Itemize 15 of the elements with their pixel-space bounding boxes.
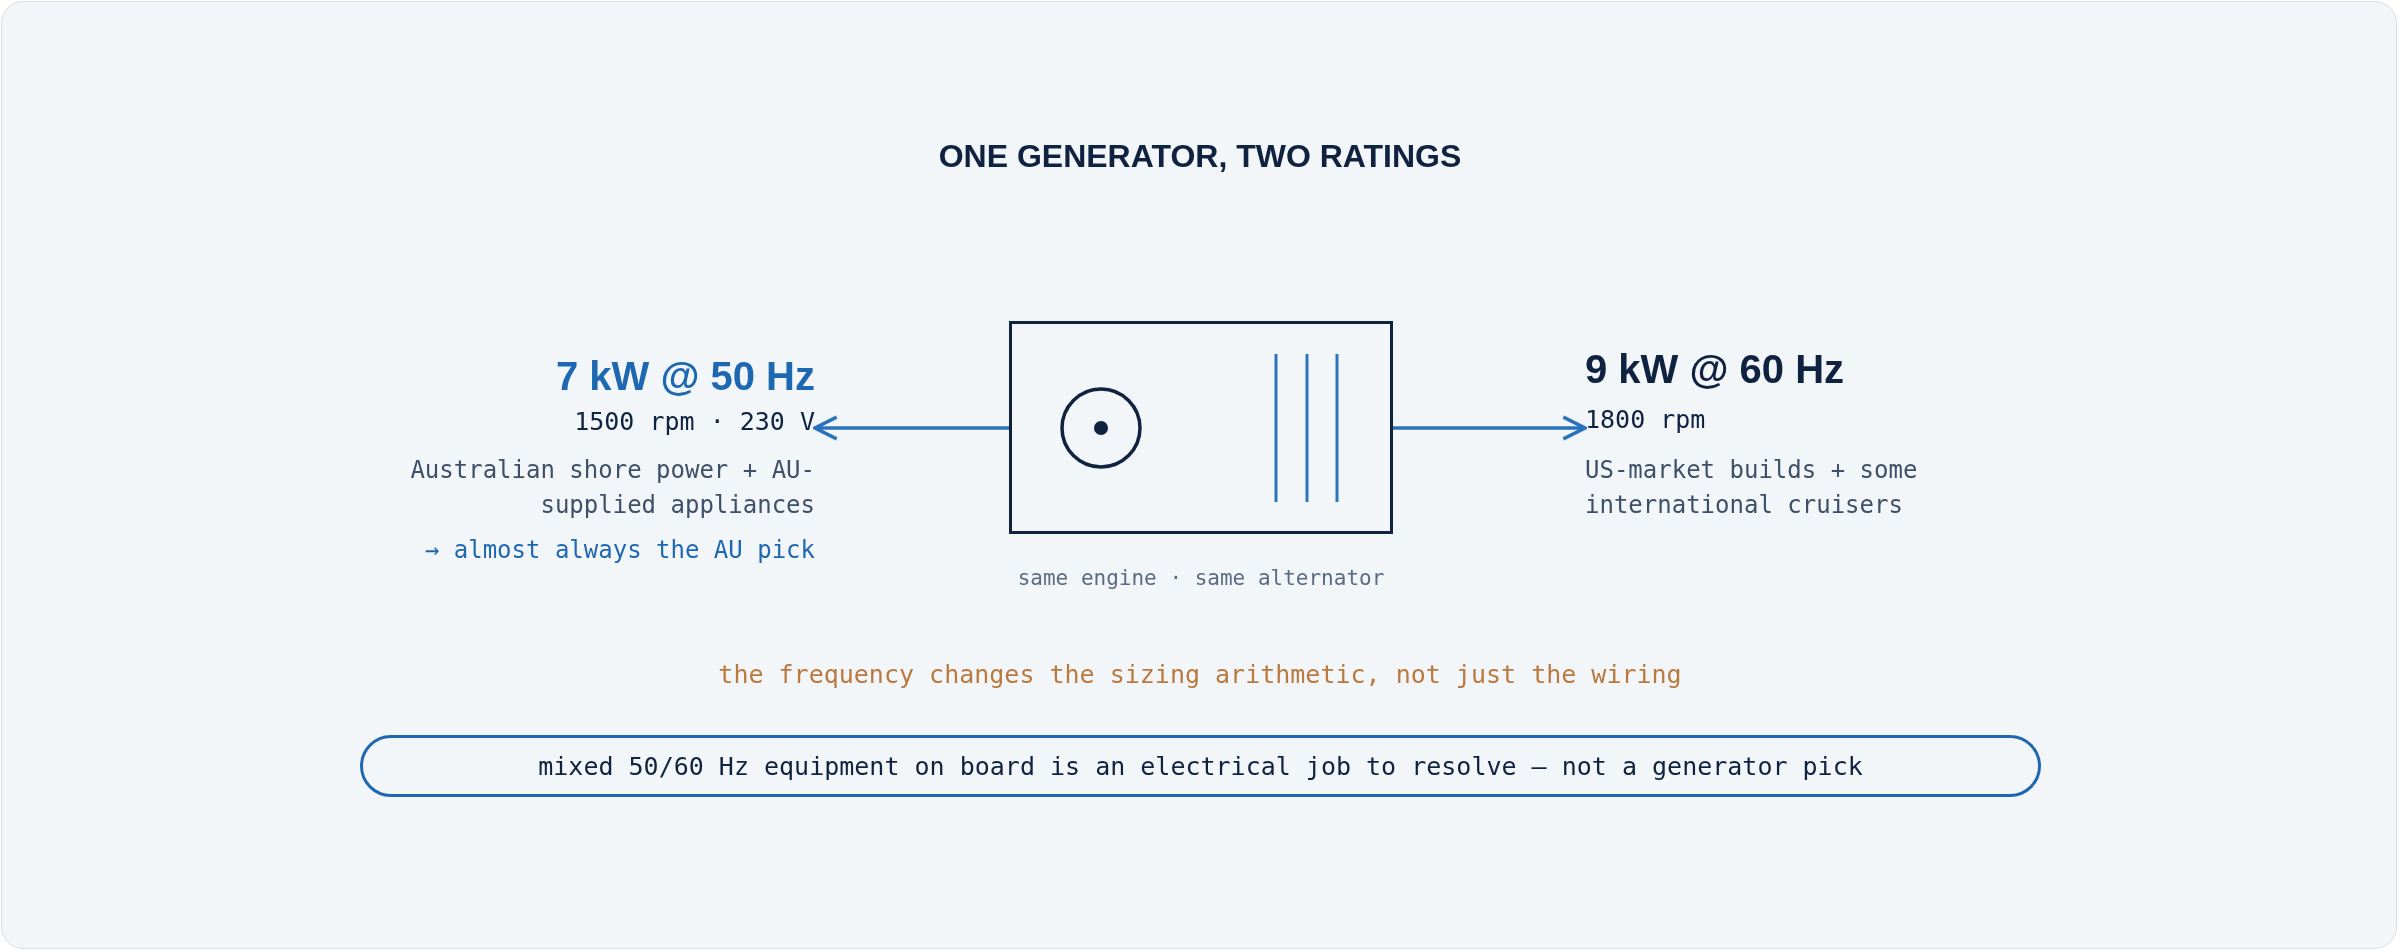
caption-text: same engine · same alternator bbox=[1016, 566, 1386, 590]
description-text: Australian shore power + AU-supplied appliances bbox=[409, 455, 815, 521]
note-pill bbox=[360, 735, 2041, 797]
spec-text: 1800 rpm bbox=[1585, 404, 1707, 436]
note-text: the frequency changes the sizing arithmetic, not just the wiring bbox=[717, 660, 1683, 689]
rating-heading: 9 kW @ 60 Hz bbox=[1585, 346, 1846, 393]
spec-text: 1500 rpm · 230 V bbox=[573, 406, 815, 438]
diagram-title: ONE GENERATOR, TWO RATINGS bbox=[937, 138, 1463, 175]
arrow bbox=[813, 415, 1009, 441]
arrow bbox=[1393, 415, 1587, 441]
rating-heading: 7 kW @ 50 Hz bbox=[554, 353, 815, 400]
recommendation-text: → almost always the AU pick bbox=[423, 535, 815, 566]
description-text: US-market builds + some international cruisers bbox=[1585, 455, 1919, 521]
note-text: mixed 50/60 Hz equipment on board is an electrical job to resolve — not a generator pick bbox=[538, 751, 1863, 781]
generator-box bbox=[1009, 321, 1393, 534]
